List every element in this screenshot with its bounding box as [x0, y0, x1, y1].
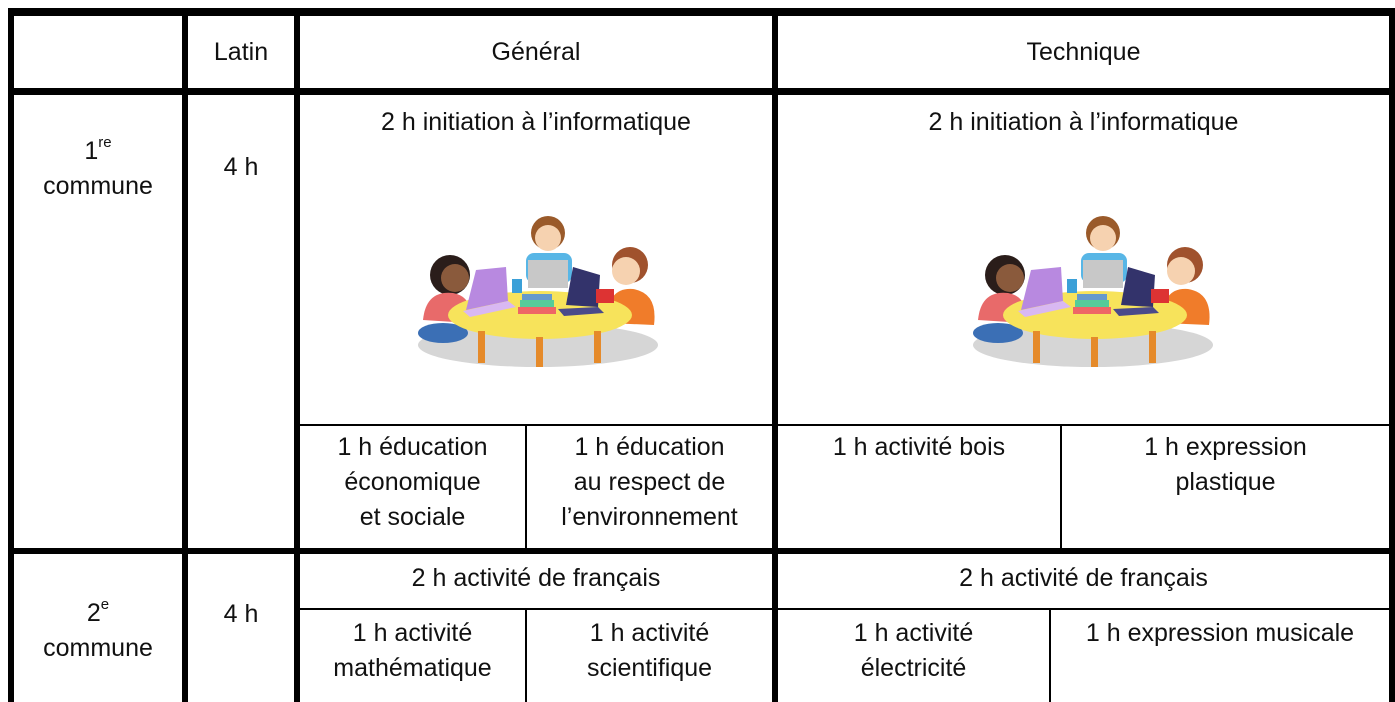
- row-divider: [8, 548, 1395, 554]
- row2-technique-sub2: 1 h expression musicale: [1051, 616, 1389, 702]
- header-latin-text: Latin: [213, 37, 269, 66]
- row1-general-main-text: 2 h initiation à l’informatique: [381, 108, 691, 136]
- row1-general-sub1-line3: et sociale: [359, 503, 466, 531]
- row2-latin-hours: 4 h: [223, 600, 259, 628]
- row1-technique-sub2-line1: 1 h expression: [1144, 433, 1307, 461]
- header-general: Général: [300, 16, 772, 88]
- row1-latin: 4 h: [188, 150, 294, 190]
- row2-general-main-text: 2 h activité de français: [411, 563, 661, 592]
- row2-sub-divider: [296, 608, 1392, 610]
- row2-technique-sub1-line1: 1 h activité: [853, 619, 974, 647]
- row2-general-main: 2 h activité de français: [300, 554, 772, 602]
- row1-general-main: 2 h initiation à l’informatique: [300, 95, 772, 155]
- row1-technique-sub2: 1 h expression plastique: [1062, 430, 1389, 548]
- row2-general-sub1: 1 h activité mathématique: [300, 616, 525, 702]
- row1-general-sub2-line1: 1 h éducation: [574, 433, 725, 461]
- row1-general-sub2-line2: au respect de: [573, 468, 726, 496]
- row2-label-word: commune: [43, 634, 153, 662]
- row2-latin: 4 h: [188, 597, 294, 637]
- header-latin: Latin: [188, 16, 294, 88]
- header-technique: Technique: [778, 16, 1389, 88]
- row2-technique-split: [1049, 609, 1051, 702]
- children-computers-illustration-technique: [973, 216, 1213, 367]
- row1-general-sub1-line2: économique: [344, 468, 481, 496]
- row1-general-sub2-line3: l’environnement: [561, 503, 738, 531]
- row2-general-sub2-line1: 1 h activité: [589, 619, 710, 647]
- row2-general-sub2: 1 h activité scientifique: [527, 616, 772, 702]
- header-divider: [8, 88, 1395, 95]
- row2-technique-main: 2 h activité de français: [778, 554, 1389, 602]
- row1-general-sub1-line1: 1 h éducation: [337, 433, 488, 461]
- children-computers-illustration-general: [418, 216, 658, 367]
- row2-technique-sub2-line1: 1 h expression musicale: [1085, 619, 1355, 647]
- row2-technique-sub1-line2: électricité: [860, 654, 967, 682]
- header-general-text: Général: [491, 37, 581, 66]
- col-divider-general-technique: [772, 8, 778, 702]
- row2-general-sub1-line1: 1 h activité: [352, 619, 473, 647]
- header-technique-text: Technique: [1026, 37, 1141, 66]
- border-left: [8, 8, 14, 702]
- row1-technique-sub2-line2: plastique: [1175, 468, 1276, 496]
- col-divider-label-latin: [182, 8, 188, 702]
- row1-technique-main-text: 2 h initiation à l’informatique: [928, 108, 1239, 136]
- col-divider-latin-general: [294, 8, 300, 702]
- row1-technique-sub1-line1: 1 h activité bois: [832, 433, 1006, 461]
- row2-technique-sub1: 1 h activité électricité: [778, 616, 1049, 702]
- row1-label: 1re commune: [14, 134, 182, 214]
- row1-label-ordinal: 1re: [84, 133, 112, 165]
- row1-label-word: commune: [43, 172, 153, 200]
- row1-latin-hours: 4 h: [223, 153, 259, 181]
- row2-label-ordinal: 2e: [86, 595, 110, 627]
- row2-label-sup: e: [100, 595, 110, 613]
- row2-label: 2e commune: [14, 596, 182, 676]
- row2-general-sub2-line2: scientifique: [586, 654, 713, 682]
- row2-technique-main-text: 2 h activité de français: [959, 563, 1208, 592]
- row1-general-sub1: 1 h éducation économique et sociale: [300, 430, 525, 548]
- row1-technique-main: 2 h initiation à l’informatique: [778, 95, 1389, 155]
- row1-general-split: [525, 425, 527, 550]
- row1-label-sup: re: [98, 133, 112, 151]
- border-right: [1389, 8, 1395, 702]
- row1-technique-split: [1060, 425, 1062, 550]
- row2-general-split: [525, 609, 527, 702]
- row1-technique-sub1: 1 h activité bois: [778, 430, 1060, 548]
- row1-sub-divider: [296, 424, 1392, 426]
- border-top: [8, 8, 1395, 16]
- row2-general-sub1-line2: mathématique: [333, 654, 492, 682]
- row1-general-sub2: 1 h éducation au respect de l’environnem…: [527, 430, 772, 548]
